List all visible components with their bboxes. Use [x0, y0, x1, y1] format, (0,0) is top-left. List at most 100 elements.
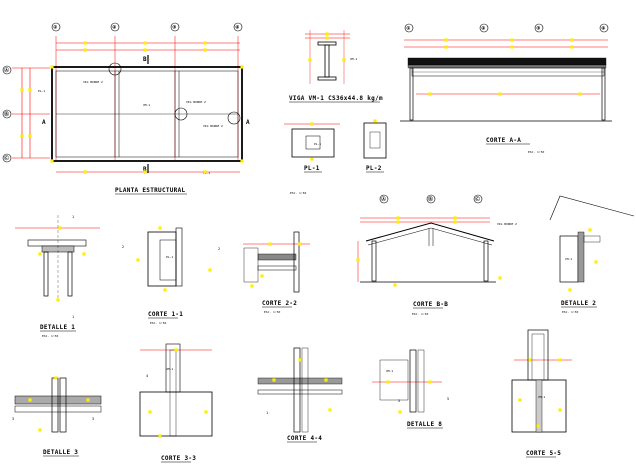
dimension-dot: [498, 92, 502, 96]
dimension-dot: [174, 348, 178, 352]
grid-bubble-row-b: [2, 109, 12, 119]
section-mark-b-top: B: [143, 56, 147, 63]
dimension-dot: [453, 216, 457, 220]
dimension-dot: [594, 260, 598, 264]
dimension-dot: [428, 92, 432, 96]
grid-bubble-col-3-label: ③: [172, 25, 177, 31]
aa-bubble-4: ④: [601, 26, 606, 32]
dimension-dot: [568, 288, 572, 292]
dimension-dot: [510, 45, 514, 49]
c44-mark-1: 1: [266, 411, 268, 415]
detail-8: VM-1 5 5 DETALLE 8: [372, 349, 449, 429]
dimension-dot: [528, 358, 532, 362]
grid-bubble-col-1-label: ①: [53, 25, 58, 31]
grid-bubble-row-b-label: Ⓑ: [4, 111, 9, 118]
dimension-dot: [260, 274, 264, 278]
d3-mark-3a: 3: [12, 417, 14, 421]
dimension-dot: [148, 410, 152, 414]
bb-scale: ESC. 1:50: [412, 312, 428, 316]
dimension-dot: [518, 398, 522, 402]
d1-scale: ESC. 1:50: [42, 334, 58, 338]
d2-title: DETALLE 2: [561, 300, 596, 307]
dimension-dot: [396, 216, 400, 220]
dimension-dot: [272, 378, 276, 382]
d1-mark-bottom: 1: [72, 315, 74, 319]
pl1-scale: ESC. 1:50: [290, 191, 306, 195]
detail-3: 3 3 DETALLE 3: [12, 377, 102, 457]
dimension-dot: [342, 58, 346, 62]
bb-title: CORTE B-B: [413, 301, 448, 308]
grid-bubble-col-2-label: ②: [112, 25, 117, 31]
grid-bubble-row-a: [2, 65, 12, 75]
c33-title: CORTE 3-3: [161, 455, 196, 462]
dimension-dot: [428, 380, 432, 384]
dimension-dot: [570, 45, 574, 49]
bb-tag: VIG BORDE 2: [497, 222, 517, 226]
dimension-dot: [558, 358, 562, 362]
dimension-dot: [83, 41, 87, 45]
d1-title: DETALLE 1: [40, 324, 75, 331]
c44-title: CORTE 4-4: [287, 435, 322, 442]
d8-title: DETALLE 8: [407, 421, 442, 428]
dimension-dot: [240, 65, 244, 69]
bb-bubble-b: Ⓑ: [428, 196, 433, 203]
c11-tag: PL-1: [166, 255, 173, 259]
dimension-dot: [136, 258, 140, 262]
detail-2: CM-1 DETALLE 2: [549, 195, 635, 308]
d3-title: DETALLE 3: [43, 449, 78, 456]
grid-bubble-row-c: [2, 153, 12, 163]
dimension-dot: [325, 32, 329, 36]
dimension-dot: [203, 170, 207, 174]
d2-scale: ESC. 1:50: [562, 310, 578, 314]
dimension-dot: [20, 134, 24, 138]
c11-mark-2b: 2: [218, 247, 220, 251]
dimension-dot: [38, 252, 42, 256]
c55-tag: VM-1: [538, 395, 545, 399]
plan-tag-vm1: VM-1: [143, 103, 150, 107]
grid-bubble-row-c-label: Ⓒ: [4, 155, 9, 162]
dimension-dot: [298, 358, 302, 362]
dimension-dot: [83, 48, 87, 52]
grid-bubble-col-3: [170, 22, 180, 32]
dimension-dot: [28, 398, 32, 402]
dimension-dot: [308, 58, 312, 62]
dimension-dot: [498, 276, 502, 280]
dimension-dot: [203, 41, 207, 45]
c11-mark-2: 2: [122, 245, 124, 249]
dimension-dot: [158, 226, 162, 230]
dimension-dot: [28, 134, 32, 138]
dimension-dot: [82, 252, 86, 256]
dimension-dot: [158, 434, 162, 438]
section-mark-a-right: A: [246, 119, 250, 126]
dimension-dot: [28, 88, 32, 92]
pl1-note: PL-1: [314, 142, 321, 146]
dimension-dot: [208, 268, 212, 272]
section-11: PL-1 2 2 CORTE 1-1: [122, 227, 220, 319]
dimension-dot: [558, 408, 562, 412]
dimension-dot: [143, 48, 147, 52]
grid-bubble-col-4: [233, 22, 243, 32]
dimension-dot: [386, 380, 390, 384]
grid-bubble-col-4-label: ④: [235, 25, 240, 31]
section-44: 1 CORTE 4-4: [257, 347, 343, 443]
aa-scale: ESC. 1:50: [528, 150, 544, 154]
dimension-dot: [58, 226, 62, 230]
aa-bubble-3: ③: [536, 26, 541, 32]
dimension-dot: [324, 378, 328, 382]
plan-tag-pl1-b: PL-1: [203, 171, 210, 175]
plan-tag-vig-borde-3: VIG BORDE 2: [203, 124, 223, 128]
dimension-dot: [163, 288, 167, 292]
beam-note: VM-1: [350, 57, 357, 61]
dimension-dot: [203, 48, 207, 52]
section-aa: ① ② ③ ④ CORTE A-A ESC. 1:50: [400, 23, 612, 154]
beam-section: VM-1 VIGA VM-1 CS36x44.8 kg/m: [289, 30, 383, 103]
c11-scale: ESC. 1:50: [150, 321, 166, 325]
plan-tag-vig-borde: VIG BORDE 2: [83, 80, 103, 84]
d8-mark-5a: 5: [398, 399, 400, 403]
dimension-dot: [536, 424, 540, 428]
dimension-dot: [588, 228, 592, 232]
pl2-title: PL-2: [366, 165, 382, 172]
dimension-dot: [38, 428, 42, 432]
section-55: VM-1 CORTE 5-5: [511, 329, 572, 458]
